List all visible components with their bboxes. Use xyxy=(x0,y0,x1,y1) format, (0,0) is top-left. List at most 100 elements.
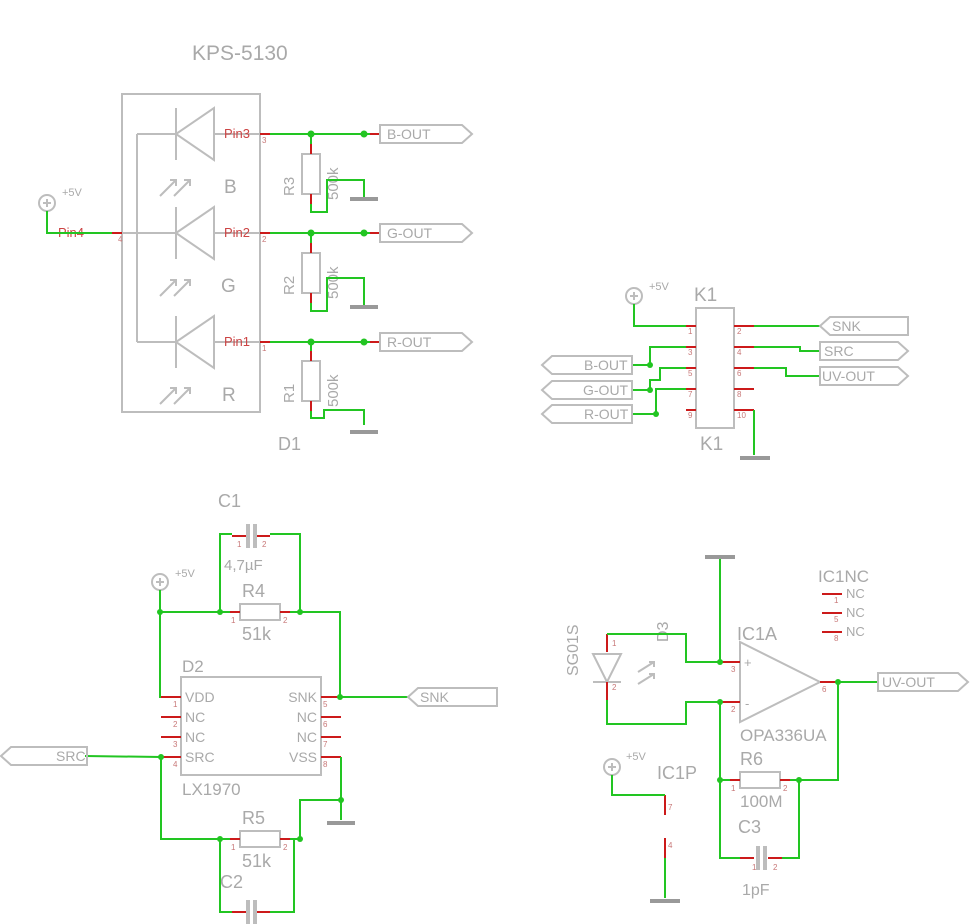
pin-label-pin1: Pin1 xyxy=(224,334,250,349)
sensor-pin-1: 1 xyxy=(612,639,617,648)
c1-pin-1: 1 xyxy=(237,540,242,549)
junction-dot xyxy=(297,609,303,615)
c1-pin-2: 2 xyxy=(262,540,267,549)
k1-block: K1 K1 1 3 5 7 9 2 4 6 8 10 +5V xyxy=(540,281,910,460)
k1-ref-bottom: K1 xyxy=(700,434,723,455)
r4-ref: R4 xyxy=(242,581,265,601)
svg-text:SNK: SNK xyxy=(420,689,449,705)
k1-pin-5: 5 xyxy=(688,369,693,378)
amp-block: SG01S D3 1 2 IC1A + - 3 2 6 OPA336UA IC1… xyxy=(565,555,970,903)
d2-pin-num: 8 xyxy=(323,760,328,769)
svg-text:G-OUT: G-OUT xyxy=(387,225,433,241)
opamp-pin-6: 6 xyxy=(822,685,827,694)
junction-dot xyxy=(717,699,723,705)
c2-ref: C2 xyxy=(220,872,243,892)
ic-ref: IC1A xyxy=(737,624,777,644)
power-ref: IC1P xyxy=(657,763,697,783)
r3-value: 500k xyxy=(325,167,342,200)
c3-pin-1: 1 xyxy=(752,863,757,872)
capacitor-c1 xyxy=(232,524,270,548)
c3-value: 1pF xyxy=(742,882,770,899)
junction-dot xyxy=(360,130,368,138)
d1-body xyxy=(121,93,261,413)
junction-dot xyxy=(217,836,223,842)
d2-port-src: SRC xyxy=(0,746,88,766)
r4-value: 51k xyxy=(242,624,272,644)
d2-pin-snk: SNK xyxy=(288,689,317,705)
c1-ref: C1 xyxy=(218,491,241,511)
resistor-r6 xyxy=(730,771,790,789)
k1-pin-stubs xyxy=(686,325,754,411)
k1-pin-2: 2 xyxy=(737,327,742,336)
r6-value: 100M xyxy=(740,792,783,811)
k1-pin-9: 9 xyxy=(688,411,693,420)
junction-dot xyxy=(647,387,653,393)
power-pin-7: 7 xyxy=(668,803,673,812)
k1-port-b-out: B-OUT xyxy=(540,355,633,375)
k1-pin-10: 10 xyxy=(737,411,746,420)
ic-part: OPA336UA xyxy=(740,726,827,745)
svg-text:R-OUT: R-OUT xyxy=(387,334,432,350)
junction-dot xyxy=(338,797,344,803)
pin-num-3: 3 xyxy=(262,136,267,145)
junction-dot xyxy=(337,694,343,700)
junction-dot xyxy=(796,777,802,783)
supply-symbol-icon xyxy=(38,194,56,212)
svg-text:B-OUT: B-OUT xyxy=(387,126,431,142)
r5-pin-1: 1 xyxy=(231,843,236,852)
junction-dot xyxy=(360,338,368,346)
junction-dot xyxy=(217,609,223,615)
c3-ref: C3 xyxy=(738,817,761,837)
nc-pin-num: 5 xyxy=(834,615,839,624)
d2-pin-num: 1 xyxy=(173,700,178,709)
r6-pin-1: 1 xyxy=(731,784,736,793)
r5-ref: R5 xyxy=(242,808,265,828)
svg-text:UV-OUT: UV-OUT xyxy=(822,368,875,384)
d2-port-snk: SNK xyxy=(406,687,498,707)
d2-supply-label: +5V xyxy=(175,568,196,580)
d2-ref: D2 xyxy=(182,657,204,676)
k1-port-g-out: G-OUT xyxy=(540,380,633,400)
svg-text:SNK: SNK xyxy=(832,318,861,334)
junction-dot xyxy=(835,679,841,685)
k1-pin-7: 7 xyxy=(688,390,693,399)
pin-label-pin2: Pin2 xyxy=(224,225,250,240)
d1-supply-wire xyxy=(46,211,112,234)
r6-ref: R6 xyxy=(740,749,763,769)
k1-ref-top: K1 xyxy=(694,285,717,306)
nc-pin-stubs xyxy=(822,593,842,633)
k1-wires xyxy=(632,304,820,455)
junction-dot xyxy=(717,777,723,783)
r5-value: 51k xyxy=(242,851,272,871)
sensor-pin-2: 2 xyxy=(612,683,617,692)
d2-pin-nc: NC xyxy=(185,729,205,745)
k1-port-r-out: R-OUT xyxy=(540,404,633,424)
junction-dot xyxy=(717,659,723,665)
d2-block: C1 1 2 4,7µF R4 1 2 51k +5V D2 LX1970 xyxy=(0,491,498,924)
r1-value: 500k xyxy=(325,374,342,407)
k1-pin-3: 3 xyxy=(688,348,693,357)
d2-pin-num: 3 xyxy=(173,740,178,749)
resistor-r3 xyxy=(301,144,321,204)
photodiode-sg01s xyxy=(591,634,655,700)
k1-body xyxy=(695,307,735,429)
resistor-r4 xyxy=(230,603,290,621)
d2-wires xyxy=(84,533,408,913)
d1-block: KPS-5130 xyxy=(38,42,474,454)
amp-wires xyxy=(606,558,878,898)
port-r-out: R-OUT xyxy=(379,332,474,352)
light-arrows-icon xyxy=(159,179,191,405)
c1-value: 4,7µF xyxy=(224,557,263,574)
d2-pin-num: 4 xyxy=(173,760,178,769)
opamp-pin-3: 3 xyxy=(731,665,736,674)
sensor-ref: D3 xyxy=(655,621,672,642)
opamp-minus: - xyxy=(745,696,749,711)
k1-pin-1: 1 xyxy=(688,327,693,336)
resistor-r1 xyxy=(301,351,321,411)
junction-dot xyxy=(307,229,315,237)
photodiode-b xyxy=(137,106,260,162)
svg-text:G-OUT: G-OUT xyxy=(583,382,629,398)
d2-pin-nc: NC xyxy=(297,729,317,745)
pin-num-4: 4 xyxy=(118,235,123,244)
junction-dot xyxy=(653,411,659,417)
